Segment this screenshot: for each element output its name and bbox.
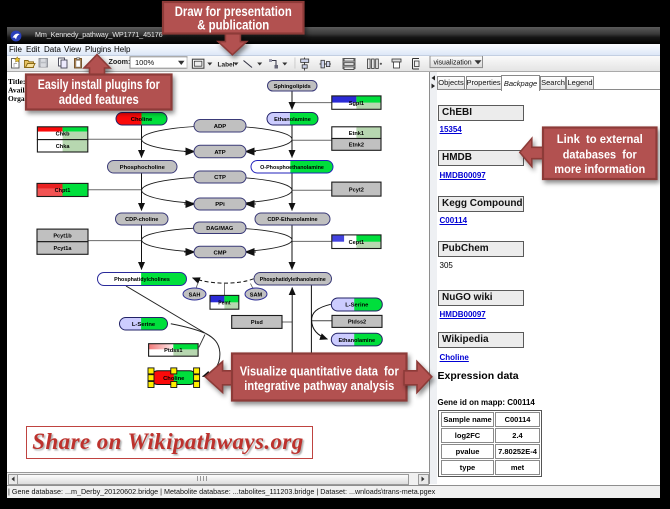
svg-text:SAH: SAH (189, 292, 201, 298)
svg-text:SAM: SAM (250, 292, 263, 298)
svg-text:Sgpl1: Sgpl1 (349, 101, 364, 107)
svg-text:Phosphocholine: Phosphocholine (120, 165, 166, 171)
svg-text:Ethanolamine: Ethanolamine (338, 338, 375, 344)
svg-text:Chka: Chka (56, 144, 71, 150)
svg-text:Etnk1: Etnk1 (349, 131, 364, 137)
svg-text:Draw for presentation: Draw for presentation (175, 4, 292, 19)
svg-text:Phosphatidylethanolamine: Phosphatidylethanolamine (260, 277, 326, 283)
svg-text:Pcyt1a: Pcyt1a (53, 246, 72, 252)
svg-text:L-Serine: L-Serine (132, 322, 156, 328)
svg-text:visualization: visualization (434, 59, 472, 66)
svg-text:Title:: Title: (8, 77, 25, 86)
svg-text:L-Serine: L-Serine (345, 303, 369, 309)
svg-text:Etnk2: Etnk2 (349, 143, 364, 149)
svg-text:Zoom:: Zoom: (109, 57, 131, 66)
svg-text:Ptdss2: Ptdss2 (348, 320, 366, 326)
svg-text:Organis: Organis (8, 94, 34, 103)
svg-text:Ethanolamine: Ethanolamine (274, 117, 311, 123)
svg-text:Ptdss1: Ptdss1 (164, 348, 182, 354)
svg-text:CTP: CTP (214, 175, 226, 181)
svg-text:Choline: Choline (163, 376, 185, 382)
svg-text:databases for: databases for (563, 148, 637, 162)
svg-text:Pemt: Pemt (218, 301, 231, 307)
svg-text:Chpt1: Chpt1 (55, 188, 71, 194)
svg-text:& publication: & publication (197, 18, 269, 33)
svg-text:DAG/MAG: DAG/MAG (206, 226, 233, 232)
svg-text:Availabi: Availabi (8, 86, 35, 95)
svg-text:PPi: PPi (215, 202, 225, 208)
svg-text:Pcyt1b: Pcyt1b (53, 234, 72, 240)
svg-text:Choline: Choline (131, 117, 153, 123)
svg-text:CMP: CMP (213, 250, 226, 256)
svg-text:added features: added features (59, 92, 139, 107)
svg-text:Visualize quantitative data f: Visualize quantitative data for (240, 364, 399, 379)
svg-text:Pisd: Pisd (251, 320, 263, 326)
svg-text:Chkb: Chkb (56, 131, 71, 137)
svg-text:more information: more information (554, 162, 645, 176)
svg-text:integrative pathway analysis: integrative pathway analysis (244, 378, 394, 393)
svg-text:Pcyt2: Pcyt2 (349, 187, 364, 193)
svg-text:CDP-choline: CDP-choline (125, 217, 158, 223)
svg-text:ATP: ATP (214, 150, 225, 156)
svg-text:Label: Label (218, 62, 235, 69)
svg-text:Cept1: Cept1 (349, 240, 365, 246)
svg-text:ADP: ADP (214, 124, 227, 130)
svg-text:Link to external: Link to external (557, 132, 643, 146)
svg-text:Sphingolipids: Sphingolipids (274, 84, 311, 90)
svg-text:CDP-Ethanolamine: CDP-Ethanolamine (267, 217, 317, 223)
svg-text:Easily install plugins for: Easily install plugins for (38, 77, 161, 92)
svg-text:Phosphatidylcholines: Phosphatidylcholines (114, 277, 170, 283)
svg-text:100%: 100% (135, 58, 155, 67)
svg-text:O-Phosphoethanolamine: O-Phosphoethanolamine (260, 165, 324, 171)
